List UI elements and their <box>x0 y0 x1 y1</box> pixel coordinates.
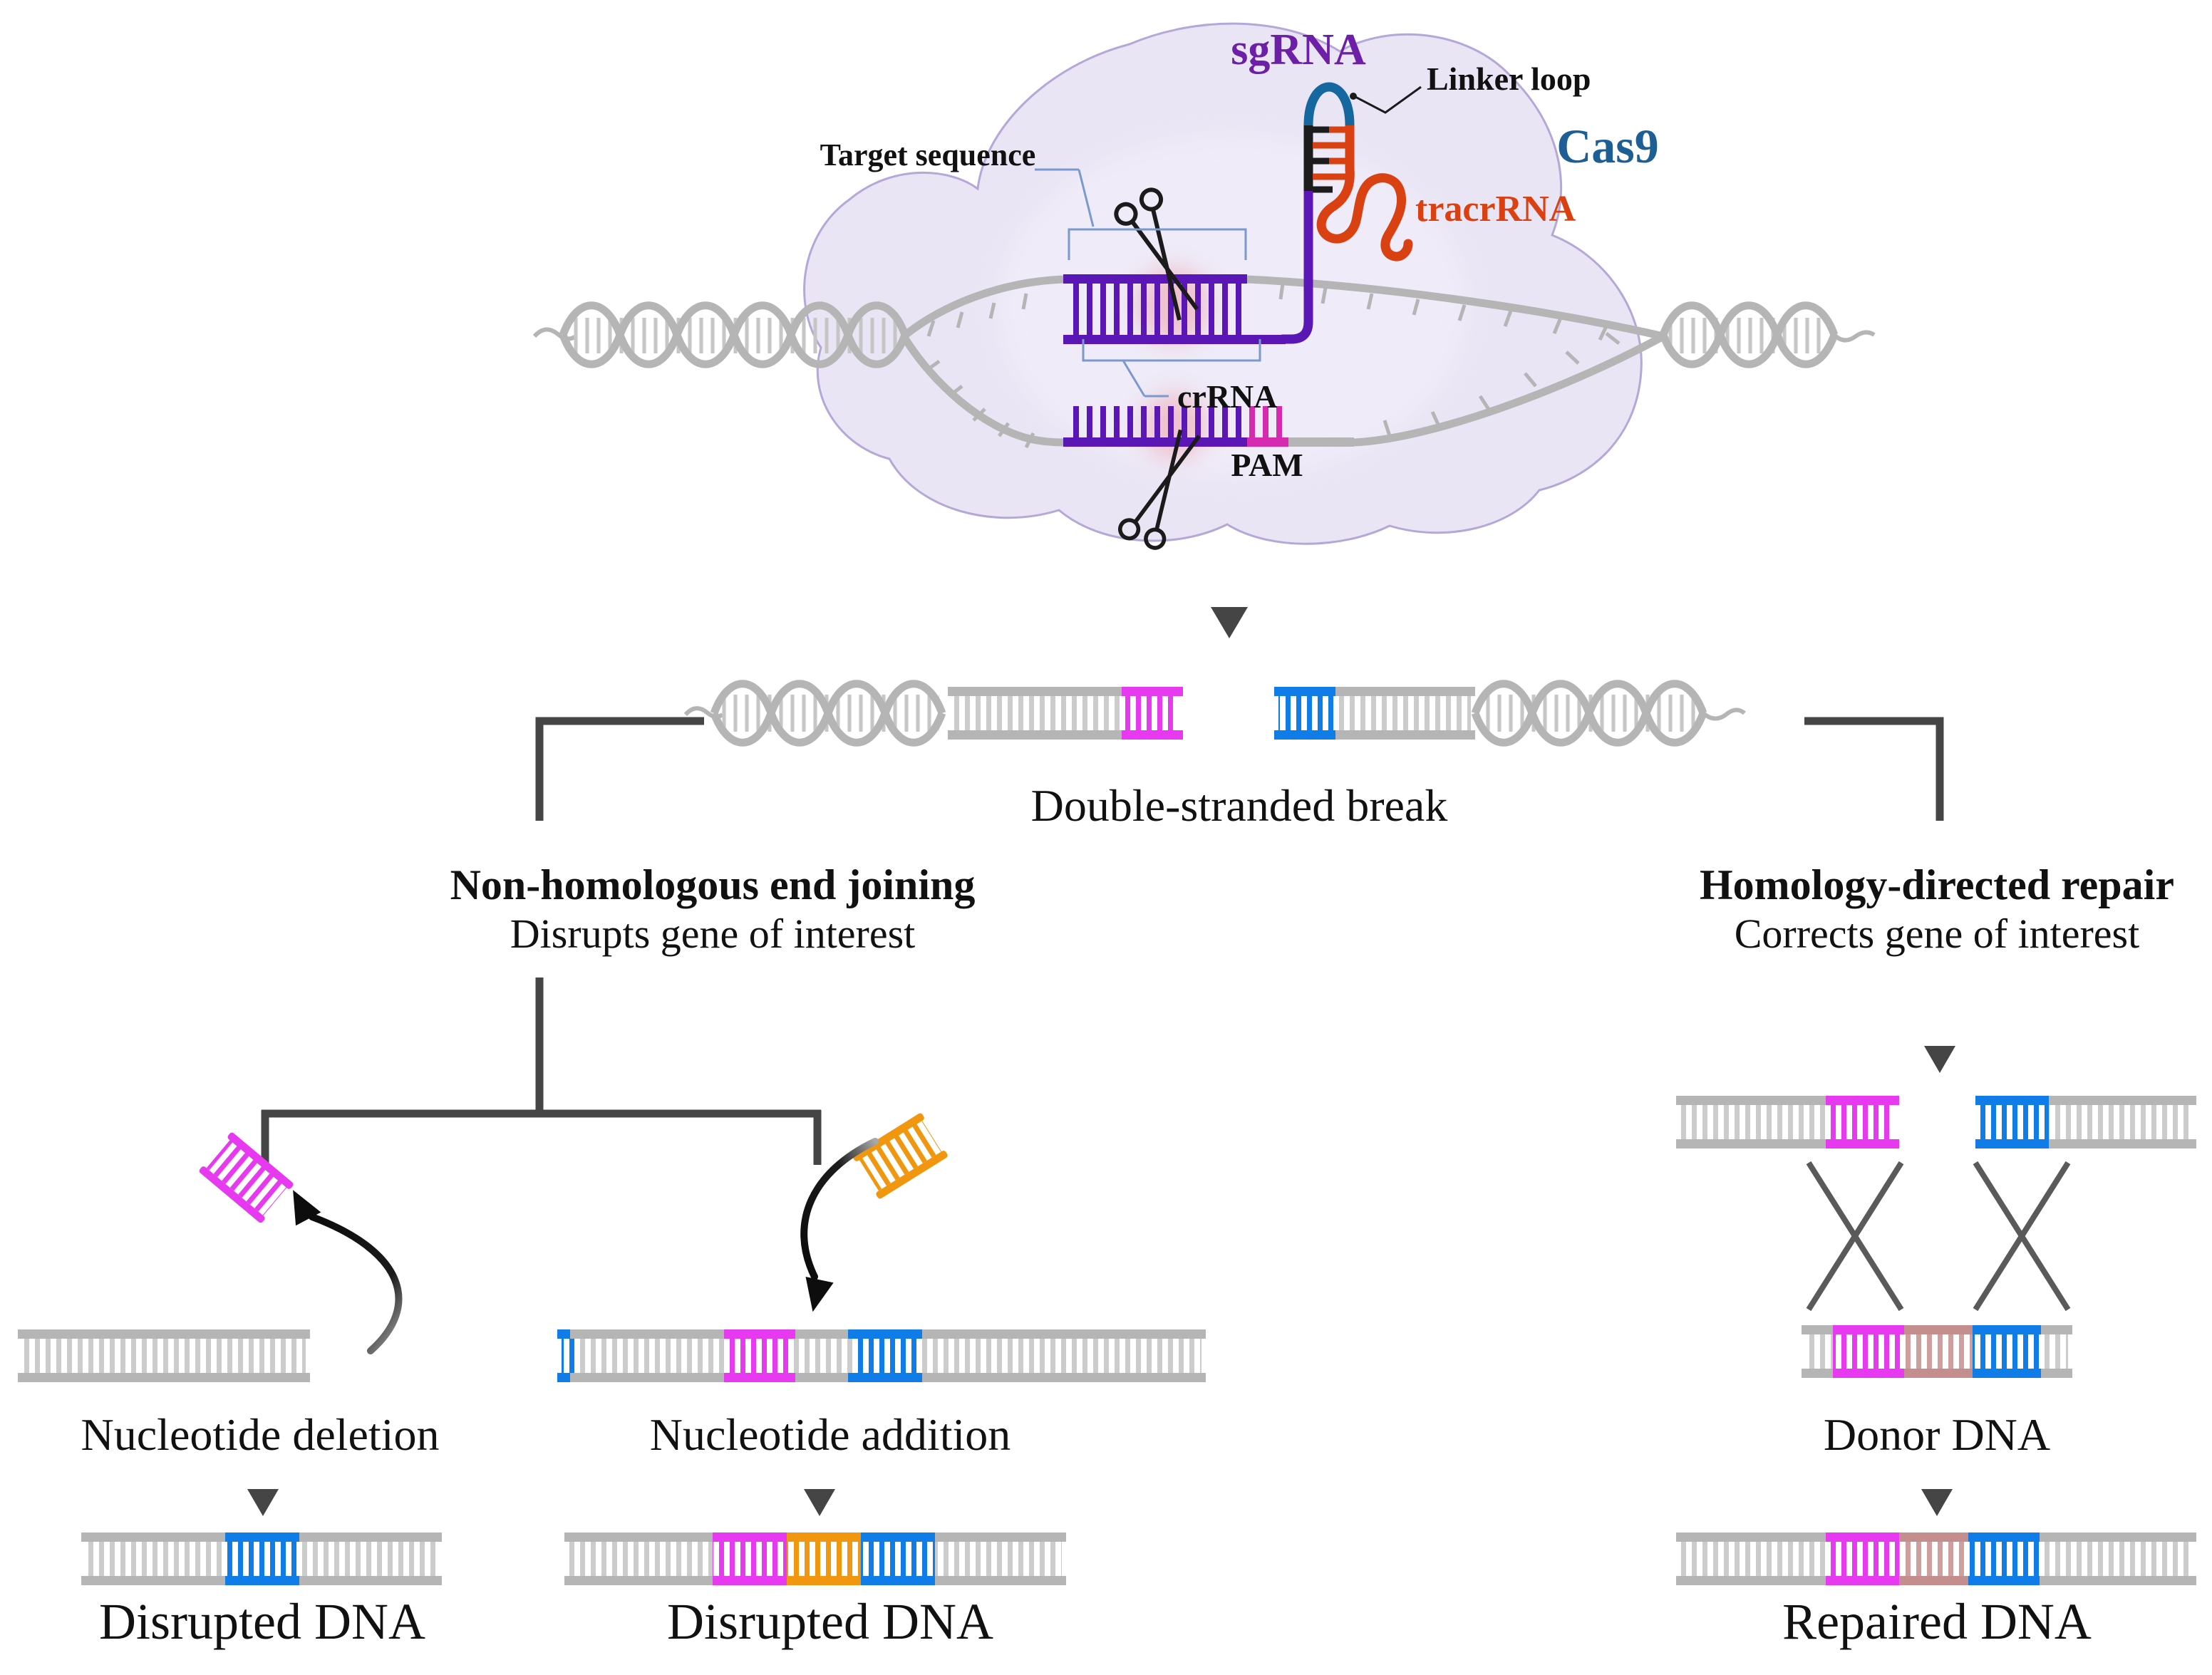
arrow-deletion-down <box>247 1469 279 1516</box>
disrupted-dna-deletion <box>81 1533 442 1585</box>
broken-dna: Double-stranded break <box>683 680 1746 831</box>
hdr-broken-right-dna <box>1975 1096 2196 1148</box>
pam-label: PAM <box>1231 447 1303 483</box>
arrow-complex-to-break <box>1211 529 1248 638</box>
disrupted-dna-addition-label: Disrupted DNA <box>667 1593 993 1650</box>
tracrrna-squiggle <box>1316 165 1413 261</box>
nhej-subtitle: Disrupts gene of interest <box>510 911 916 957</box>
crossover-x-right <box>1973 1161 2071 1312</box>
addition-label: Nucleotide addition <box>650 1409 1011 1460</box>
arrow-addition-down <box>804 1469 835 1516</box>
crrna-pointer <box>1082 339 1261 398</box>
deletion-arrowhead <box>293 1190 321 1226</box>
addition-curved-arrow <box>800 1138 879 1280</box>
dna-helix-left <box>532 301 909 368</box>
donor-dna-label: Donor DNA <box>1824 1409 2050 1460</box>
dna-helix-right <box>1659 301 1876 368</box>
bubble-base-ticks <box>925 283 1621 449</box>
arrow-donor-down <box>1921 1469 1953 1516</box>
dna-bubble <box>900 275 1665 449</box>
hdr-broken-left-dna <box>1676 1096 1899 1148</box>
excised-fragment <box>199 1132 294 1223</box>
nhej-split-connector <box>261 977 822 1165</box>
sgrna-structure <box>1278 82 1413 344</box>
broken-dna-right-piece <box>1274 680 1746 747</box>
branch-connector-right <box>1804 717 1944 821</box>
sgrna-label: sgRNA <box>1231 26 1366 74</box>
addition-arrowhead <box>805 1277 834 1312</box>
crossover-x-left <box>1806 1161 1904 1312</box>
hdr-pathway: Homology-directed repair Corrects gene o… <box>1676 861 2196 1650</box>
addition-left-dna <box>570 1329 795 1382</box>
broken-dna-left-piece <box>683 680 1183 747</box>
branch-connector-left <box>535 717 704 821</box>
hairpin-rungs <box>1313 126 1345 193</box>
addition-right-dna <box>848 1329 1206 1382</box>
repaired-dna-label: Repaired DNA <box>1782 1593 2092 1650</box>
hdr-title: Homology-directed repair <box>1700 861 2174 908</box>
disrupted-dna-addition <box>564 1533 1066 1585</box>
nhej-pathway: Non-homologous end joining Disrupts gene… <box>18 861 1206 1650</box>
linker-loop-arc <box>1303 82 1355 126</box>
target-crrna-ladder <box>1063 274 1286 344</box>
break-label: Double-stranded break <box>1031 780 1448 831</box>
donor-dna <box>1802 1325 2072 1378</box>
disrupted-dna-deletion-label: Disrupted DNA <box>99 1593 425 1650</box>
arrow-hdr-down <box>1924 977 1955 1073</box>
crrna-label: crRNA <box>1177 378 1278 415</box>
nucleotide-addition-scene: Nucleotide addition Disrupted DNA <box>564 1113 1206 1650</box>
hdr-subtitle: Corrects gene of interest <box>1735 911 2140 957</box>
deletion-curved-arrow <box>309 1213 403 1354</box>
linker-loop-label: Linker loop <box>1427 61 1591 97</box>
target-sequence-label: Target sequence <box>820 138 1036 172</box>
nhej-title: Non-homologous end joining <box>450 861 976 908</box>
inserted-fragment <box>852 1113 948 1199</box>
target-sequence-pointer <box>1035 168 1247 260</box>
linker-loop-pointer <box>1350 85 1422 114</box>
deletion-label: Nucleotide deletion <box>81 1409 440 1460</box>
cas9-label: Cas9 <box>1556 119 1659 173</box>
cas9-complex: sgRNA Linker loop Cas9 tracrRNA Target s… <box>532 22 1876 553</box>
repaired-dna <box>1676 1533 2196 1585</box>
pam-strand-ladder <box>1063 406 1354 447</box>
tracrrna-label: tracrRNA <box>1415 189 1576 229</box>
deletion-left-dna <box>18 1329 310 1382</box>
